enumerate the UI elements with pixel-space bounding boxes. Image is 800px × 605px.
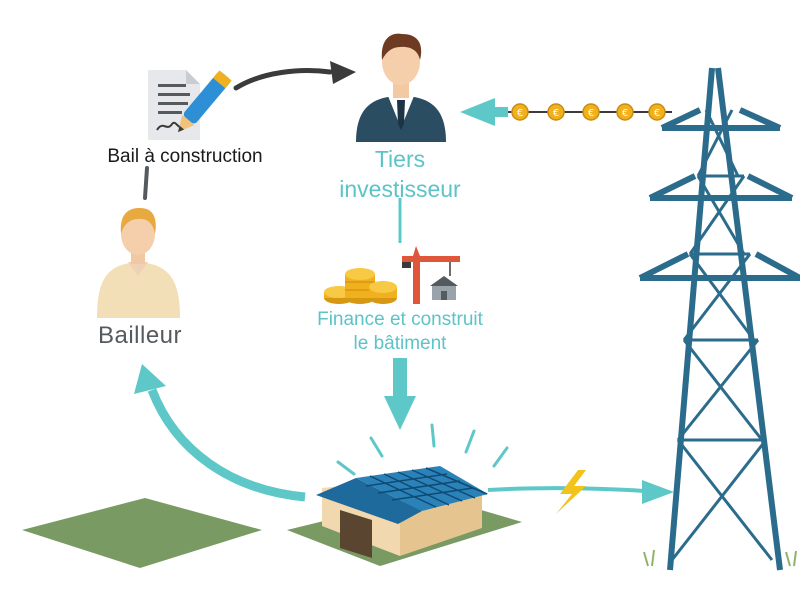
pylon-icon	[638, 67, 800, 571]
teal-arrow-to-investor	[460, 98, 508, 126]
barn-ray-lines	[336, 423, 509, 476]
investor-label-line2: investisseur	[339, 176, 461, 202]
euro-coin-icon: €	[648, 103, 666, 121]
investor-label-line1: Tiers	[374, 146, 426, 172]
teal-arrow-down	[384, 358, 416, 430]
teal-arrow-to-pylon	[487, 480, 674, 504]
investor-label: Tiers investisseur	[300, 144, 500, 204]
euro-coin-icon: €	[582, 103, 600, 121]
landlord-label: Bailleur	[97, 322, 183, 349]
svg-text:€: €	[553, 108, 559, 119]
solar-barn-icon	[316, 466, 488, 558]
finance-label: Finance et construit le bâtiment	[270, 308, 530, 356]
coin-chain: € € € € €	[505, 103, 672, 121]
lease-label: Bail à construction	[107, 146, 263, 167]
dark-arrow-lease	[233, 61, 356, 91]
svg-text:€: €	[654, 108, 660, 119]
contract-pen-icon	[148, 70, 232, 140]
finance-label-line1: Finance et construit	[317, 309, 483, 330]
euro-coin-icon: €	[616, 103, 634, 121]
coins-icon	[324, 268, 397, 304]
lightning-icon	[556, 470, 586, 514]
grass-tufts	[643, 549, 797, 567]
euro-coin-icon: €	[547, 103, 565, 121]
svg-text:€: €	[588, 108, 594, 119]
teal-arrow-to-landlord	[134, 364, 306, 502]
person-icon	[97, 208, 180, 318]
euro-coin-icon: €	[511, 103, 529, 121]
svg-text:€: €	[517, 108, 523, 119]
crane-icon	[402, 246, 460, 304]
lease-connector-line	[143, 166, 149, 200]
businessman-icon	[356, 33, 446, 142]
svg-text:€: €	[622, 108, 628, 119]
left-field	[22, 498, 262, 568]
finance-label-line2: le bâtiment	[353, 333, 447, 354]
